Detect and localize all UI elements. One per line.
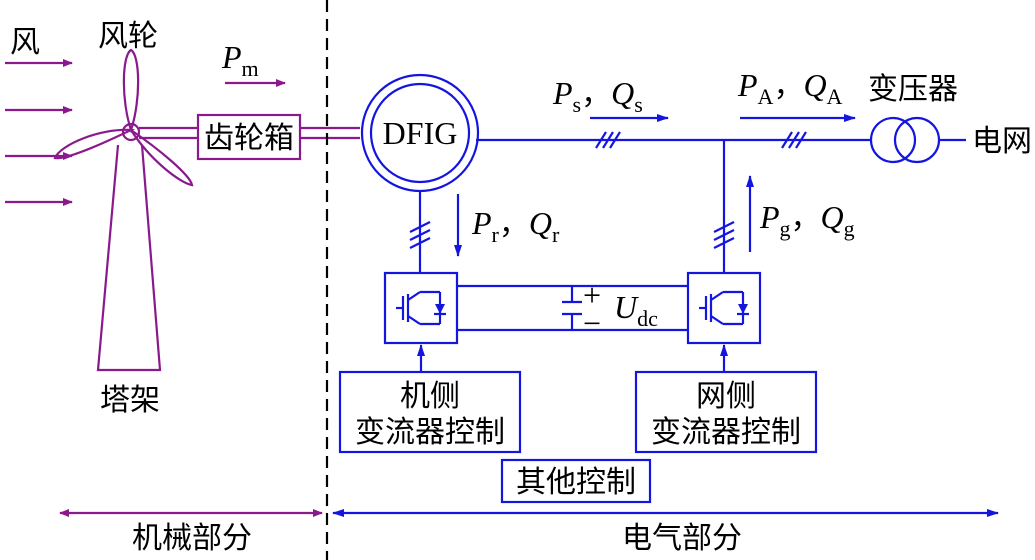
dfig-label: DFIG <box>383 115 458 151</box>
pa-qa-label: PA，QA <box>737 67 843 109</box>
dc-minus: − <box>583 305 601 341</box>
machine-ctrl-line2: 变流器控制 <box>355 415 505 450</box>
machine-ctrl-box <box>338 370 522 454</box>
rotor-hash <box>409 221 431 249</box>
grid-ctrl-box <box>634 370 818 454</box>
blade-right <box>130 129 194 187</box>
other-ctrl-label: 其他控制 <box>516 465 636 500</box>
grid-label: 电网 <box>972 124 1032 159</box>
machine-ctrl-line1: 机侧 <box>400 379 460 414</box>
rotor-label: 风轮 <box>98 19 158 54</box>
gridside-hash <box>713 221 735 249</box>
wind-arrows <box>5 59 73 206</box>
blade-top <box>122 48 140 134</box>
other-ctrl-box <box>500 458 652 504</box>
tower-shape <box>96 144 162 372</box>
ps-qs-label: Ps，Qs <box>552 75 643 117</box>
transformer-label: 变压器 <box>868 72 958 107</box>
wind-label: 风 <box>10 25 40 60</box>
grid-ctrl-line2: 变流器控制 <box>651 415 801 450</box>
wind-turbine <box>53 48 198 372</box>
dfig-generator: DFIG <box>360 73 480 193</box>
pr-qr-label: Pr，Qr <box>471 205 560 247</box>
mechanical-part-label: 机械部分 <box>132 521 252 556</box>
stator-hash <box>595 131 621 149</box>
pg-qg-label: Pg，Qg <box>759 199 855 241</box>
machine-side-converter <box>383 271 459 345</box>
pm-label: Pm <box>221 39 259 81</box>
blade-left <box>53 128 136 160</box>
dc-plus: + <box>583 277 601 313</box>
gearbox: 齿轮箱 <box>196 113 360 161</box>
tower-label: 塔架 <box>100 383 160 418</box>
udc-label: Udc <box>614 289 658 331</box>
grid-ctrl-line1: 网侧 <box>696 379 756 414</box>
gearbox-label: 齿轮箱 <box>204 121 294 156</box>
hub <box>121 122 141 142</box>
grid-hash <box>781 131 807 149</box>
electrical-part-label: 电气部分 <box>622 521 742 556</box>
transformer-symbol <box>869 116 966 164</box>
grid-side-converter <box>686 271 762 345</box>
dc-link <box>457 284 688 332</box>
